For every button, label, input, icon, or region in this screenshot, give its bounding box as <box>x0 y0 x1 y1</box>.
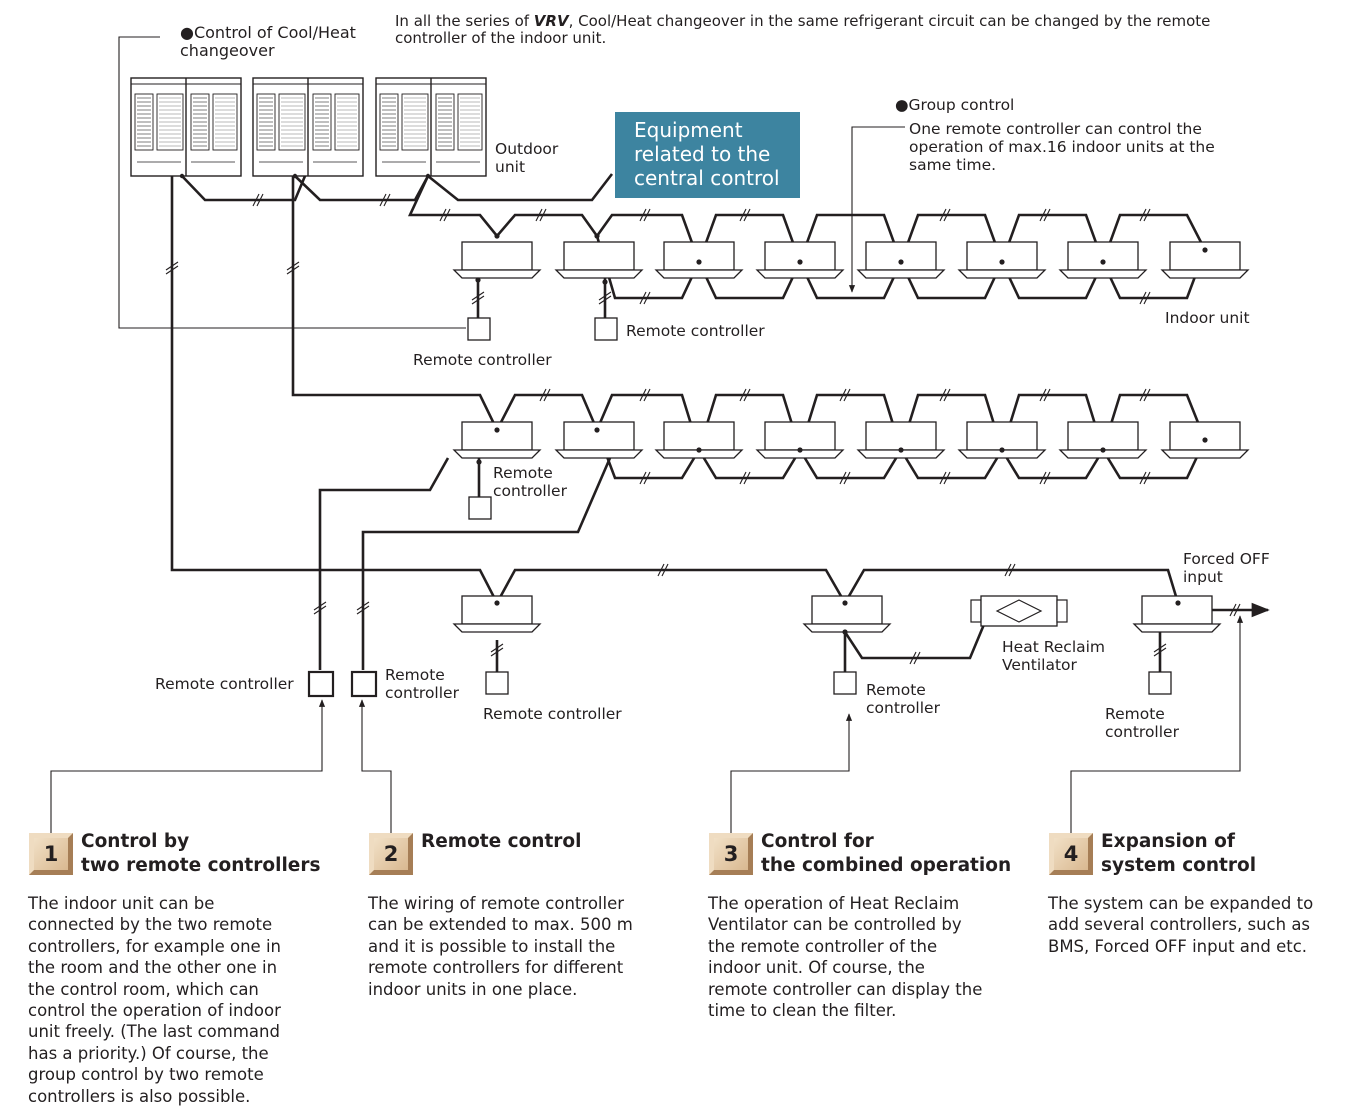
forced-off-label: Forced OFF input <box>1183 550 1270 586</box>
feature-2-title: Remote control <box>421 831 582 852</box>
remote-controller-c <box>468 496 492 520</box>
heat-reclaim-ventilator <box>970 595 1068 627</box>
feature-3-title: Control for the combined operation <box>761 831 1012 876</box>
remote-controller-a <box>467 317 491 341</box>
remote-controller-c-label: Remote controller <box>493 464 567 500</box>
indoor-unit-r2-4 <box>756 421 844 459</box>
feature-3-badge: 3 <box>709 833 753 875</box>
indoor-unit-r1-1 <box>453 241 541 279</box>
indoor-unit-r2-1 <box>453 421 541 459</box>
outdoor-unit-3 <box>375 77 487 177</box>
remote-controller-h-label: Remote controller <box>1105 705 1179 741</box>
remote-controller-b <box>594 317 618 341</box>
remote-controller-f-label: Remote controller <box>483 705 622 723</box>
remote-controller-h <box>1148 671 1172 695</box>
brand-vrv: VRV <box>533 12 569 30</box>
feature-4-badge: 4 <box>1049 833 1093 875</box>
remote-controller-d <box>307 670 335 698</box>
intro-text: In all the series of VRV, Cool/Heat chan… <box>395 13 1255 47</box>
intro-suffix: , Cool/Heat changeover in the same refri… <box>395 12 1211 47</box>
indoor-unit-r2-6 <box>958 421 1046 459</box>
remote-controller-g <box>833 671 857 695</box>
feature-1-title: Control by two remote controllers <box>81 831 321 876</box>
remote-controller-a-label: Remote controller <box>413 351 552 369</box>
outdoor-unit-label: Outdoor unit <box>495 140 559 176</box>
indoor-unit-r2-7 <box>1059 421 1147 459</box>
indoor-unit-label: Indoor unit <box>1165 309 1250 327</box>
remote-controller-d-label: Remote controller <box>155 675 294 693</box>
remote-controller-f <box>485 671 509 695</box>
feature-4-title: Expansion of system control <box>1101 831 1257 876</box>
group-control-desc: One remote controller can control the op… <box>909 120 1215 174</box>
indoor-unit-r1-8 <box>1161 241 1249 279</box>
outdoor-unit-2 <box>252 77 364 177</box>
remote-controller-e <box>350 670 378 698</box>
remote-controller-g-label: Remote controller <box>866 681 940 717</box>
feature-2-desc: The wiring of remote controller can be e… <box>368 894 633 999</box>
group-control-title: ●Group control <box>895 96 1015 114</box>
indoor-unit-r2-3 <box>655 421 743 459</box>
hrv-label: Heat Reclaim Ventilator <box>1002 638 1106 674</box>
remote-controller-e-label: Remote controller <box>385 666 459 702</box>
feature-1-desc: The indoor unit can be connected by the … <box>28 894 281 1106</box>
central-control-box: Equipment related to the central control <box>615 112 800 198</box>
remote-controller-b-label: Remote controller <box>626 322 765 340</box>
feature-4-desc: The system can be expanded to add severa… <box>1048 894 1314 956</box>
feature-2-badge: 2 <box>369 833 413 875</box>
feature-3-desc: The operation of Heat Reclaim Ventilator… <box>708 894 983 1021</box>
indoor-unit-r2-2 <box>555 421 643 459</box>
indoor-unit-r1-2 <box>555 241 643 279</box>
feature-1-badge: 1 <box>29 833 73 875</box>
indoor-unit-r2-5 <box>857 421 945 459</box>
intro-prefix: In all the series of <box>395 12 534 30</box>
outdoor-unit-1 <box>130 77 242 177</box>
cool-heat-label: ●Control of Cool/Heat changeover <box>180 23 356 60</box>
